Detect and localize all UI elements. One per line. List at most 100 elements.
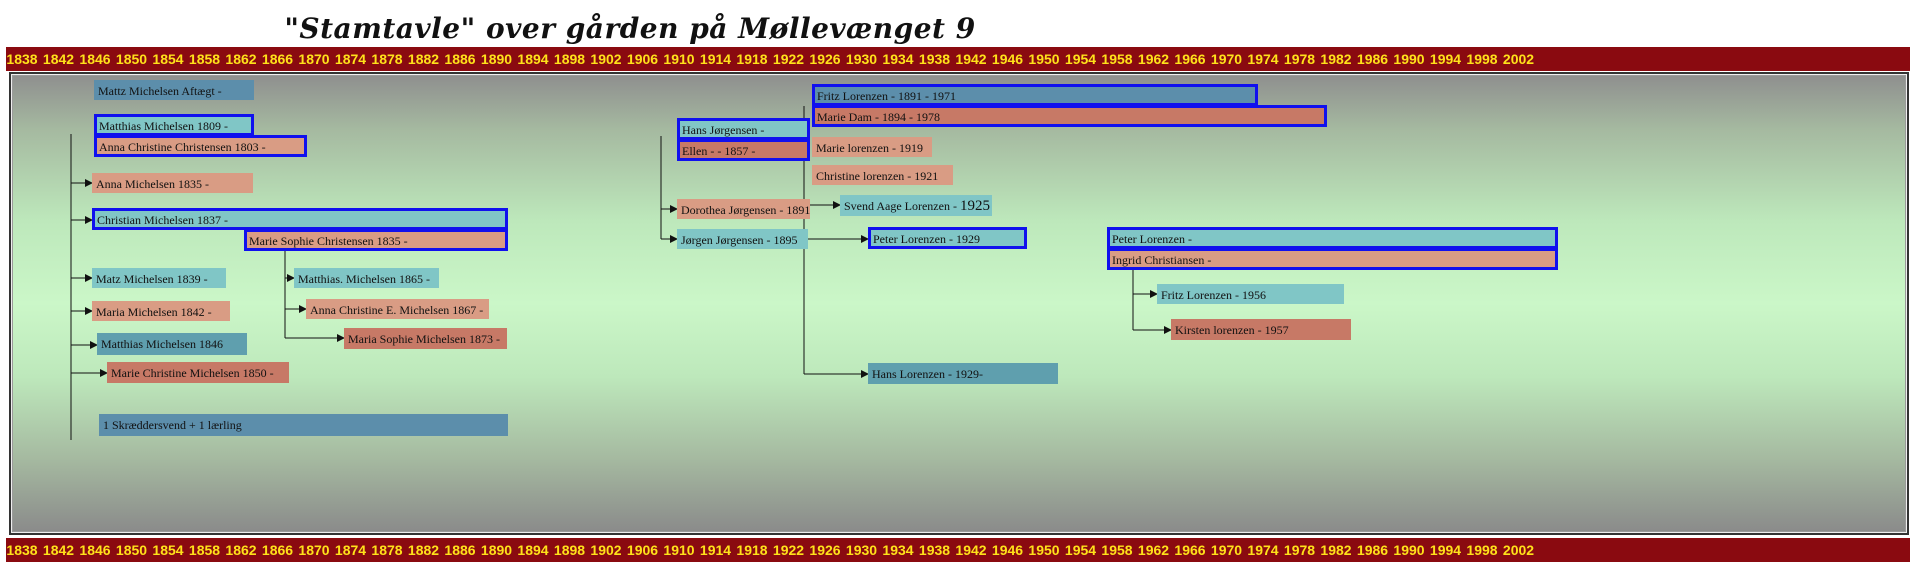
bar-matz-1839: Matz Michelsen 1839 - (92, 268, 226, 288)
bar-fritz-1956: Fritz Lorenzen - 1956 (1157, 284, 1344, 304)
year-label: 1934 (882, 542, 914, 558)
bar-christine-lorenzen-1921: Christine lorenzen - 1921 (812, 165, 953, 185)
year-label: 1926 (809, 51, 841, 67)
year-label: 1942 (955, 51, 987, 67)
bar-matthias-1865: Matthias. Michelsen 1865 - (294, 268, 439, 288)
svend-aage-year: 1925 (959, 198, 990, 214)
year-label: 1866 (261, 542, 294, 558)
bar-anna-christine-e-1867: Anna Christine E. Michelsen 1867 - (306, 299, 489, 319)
bar-skraeddersvend: 1 Skræddersvend + 1 lærling (99, 414, 508, 436)
year-label: 1914 (699, 51, 732, 67)
bar-hans-jorgensen: Hans Jørgensen - (677, 118, 810, 140)
year-label: 1882 (407, 51, 440, 67)
year-label: 1870 (298, 51, 330, 67)
year-label: 1958 (1101, 542, 1133, 558)
year-label: 1854 (152, 51, 184, 67)
year-label: 1918 (736, 51, 768, 67)
year-label: 1898 (553, 51, 586, 67)
year-label: 1950 (1028, 51, 1060, 67)
year-label: 1870 (298, 542, 330, 558)
bar-dorothea-1891: Dorothea Jørgensen - 1891 (677, 199, 810, 219)
bar-peter-lorenzen: Peter Lorenzen - (1107, 227, 1558, 249)
year-label: 1970 (1210, 542, 1243, 558)
year-label: 1966 (1174, 51, 1206, 67)
year-label: 1898 (553, 542, 586, 558)
year-label: 1930 (845, 51, 878, 67)
bar-ingrid-christiansen: Ingrid Christiansen - (1107, 248, 1558, 270)
bar-anna-1835: Anna Michelsen 1835 - (92, 173, 253, 193)
year-label: 1922 (772, 51, 805, 67)
bar-mattz-aftaegt: Mattz Michelsen Aftægt - (94, 80, 254, 100)
year-label: 1994 (1429, 51, 1462, 67)
year-label: 1962 (1137, 51, 1170, 67)
year-label: 1994 (1429, 542, 1462, 558)
year-label: 1906 (626, 542, 659, 558)
year-label: 1954 (1064, 51, 1097, 67)
year-label: 1934 (882, 51, 914, 67)
bar-anna-christine-1803: Anna Christine Christensen 1803 - (94, 135, 307, 157)
bar-marie-christine-1850: Marie Christine Michelsen 1850 - (107, 362, 289, 383)
year-label: 1890 (480, 51, 513, 67)
year-label: 1938 (918, 51, 951, 67)
bar-fritz-1891: Fritz Lorenzen - 1891 - 1971 (812, 84, 1258, 106)
year-label: 1910 (663, 542, 695, 558)
year-label: 1846 (79, 51, 111, 67)
year-label: 1974 (1247, 51, 1279, 67)
year-label: 1990 (1393, 51, 1425, 67)
year-label: 1890 (480, 542, 513, 558)
bar-christian-1837: Christian Michelsen 1837 - (92, 208, 508, 230)
year-label: 1946 (991, 542, 1024, 558)
page-title: "Stamtavle" over gården på Møllevænget 9 (284, 12, 976, 45)
year-label: 1902 (590, 51, 622, 67)
bar-marie-lorenzen-1919: Marie lorenzen - 1919 (812, 137, 932, 157)
year-label: 1858 (188, 542, 221, 558)
year-label: 1842 (42, 542, 75, 558)
year-label: 1986 (1356, 51, 1389, 67)
bar-marie-dam-1894: Marie Dam - 1894 - 1978 (812, 105, 1327, 127)
year-label: 1894 (517, 542, 549, 558)
year-label: 1838 (6, 542, 38, 558)
bar-ellen-1857: Ellen - - 1857 - (677, 139, 810, 161)
year-label: 1874 (334, 542, 367, 558)
bar-hans-lorenzen-1929: Hans Lorenzen - 1929- (868, 363, 1058, 384)
year-label: 1978 (1283, 542, 1316, 558)
year-label: 1926 (809, 542, 841, 558)
year-label: 1910 (663, 51, 695, 67)
bar-matthias-1846: Matthias Michelsen 1846 (97, 333, 247, 355)
year-label: 1886 (444, 542, 476, 558)
year-label: 2002 (1502, 542, 1535, 558)
year-label: 1974 (1247, 542, 1279, 558)
bar-kirsten-1957: Kirsten lorenzen - 1957 (1171, 319, 1351, 340)
year-label: 1946 (991, 51, 1024, 67)
year-label: 1958 (1101, 51, 1133, 67)
bar-marie-sophie-1835: Marie Sophie Christensen 1835 - (244, 229, 508, 251)
year-label: 1914 (699, 542, 732, 558)
year-label: 1850 (115, 542, 148, 558)
family-tree-panel: Mattz Michelsen Aftægt - Matthias Michel… (9, 72, 1909, 535)
bar-matthias-1809: Matthias Michelsen 1809 - (94, 114, 254, 136)
year-label: 1878 (371, 542, 403, 558)
year-label: 1882 (407, 542, 440, 558)
year-label: 1990 (1393, 542, 1425, 558)
year-label: 1950 (1028, 542, 1060, 558)
year-label: 1862 (225, 542, 257, 558)
year-label: 1954 (1064, 542, 1097, 558)
year-label: 1906 (626, 51, 659, 67)
year-label: 1850 (115, 51, 148, 67)
year-label: 1838 (6, 51, 38, 67)
svend-aage-name: Svend Aage Lorenzen - (844, 199, 957, 213)
year-label: 1894 (517, 51, 549, 67)
year-label: 1858 (188, 51, 221, 67)
bar-maria-1842: Maria Michelsen 1842 - (92, 301, 230, 321)
year-label: 1966 (1174, 542, 1206, 558)
year-label: 1842 (42, 51, 75, 67)
bar-peter-1929: Peter Lorenzen - 1929 (868, 227, 1027, 249)
year-label: 1942 (955, 542, 987, 558)
year-label: 1902 (590, 542, 622, 558)
year-label: 1922 (772, 542, 805, 558)
year-label: 1878 (371, 51, 403, 67)
year-label: 1886 (444, 51, 476, 67)
year-label: 1938 (918, 542, 951, 558)
